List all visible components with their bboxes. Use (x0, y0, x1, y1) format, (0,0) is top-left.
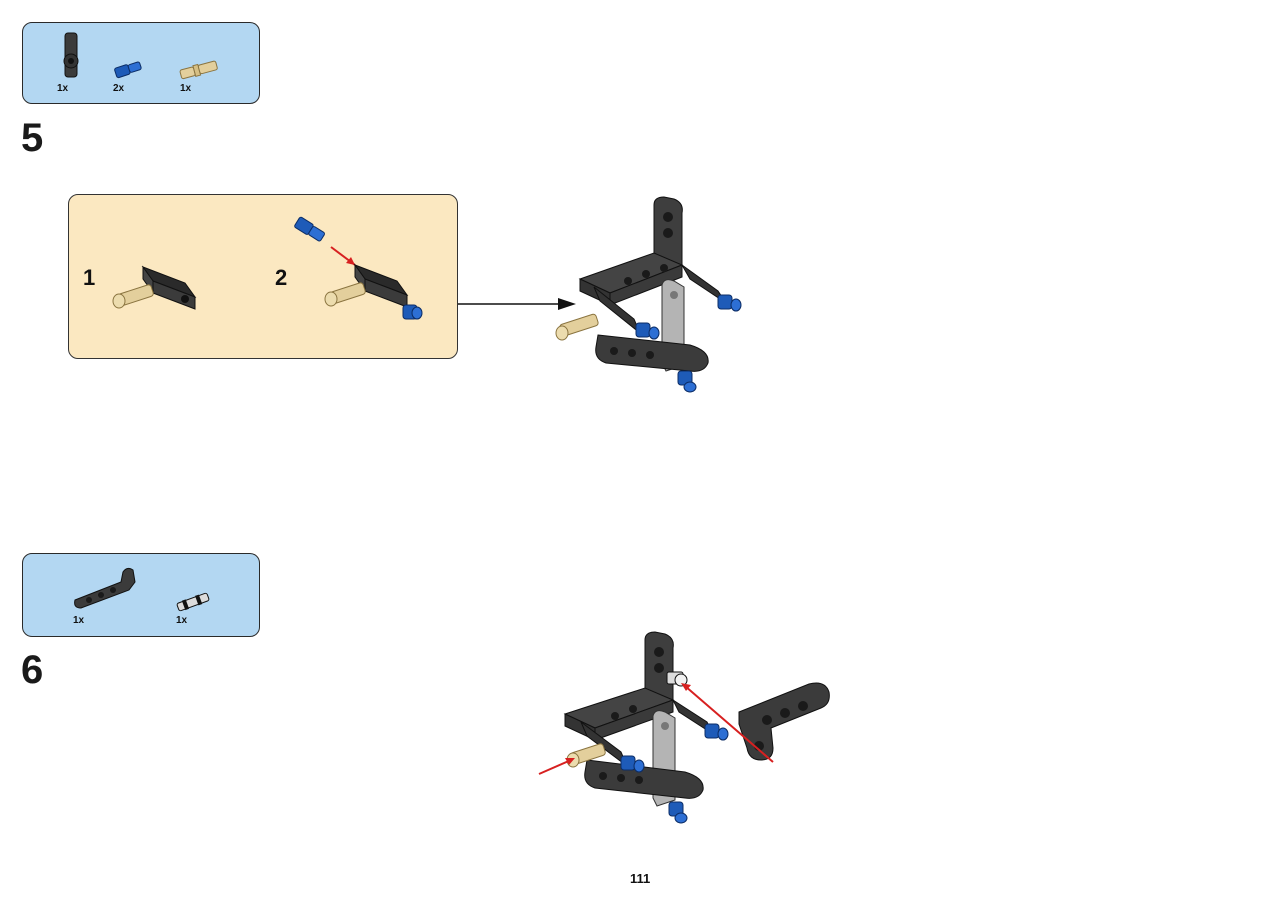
tan-axle-pin-part-icon (179, 60, 218, 80)
black-connector-part-icon (63, 32, 79, 78)
part-qty: 1x (73, 615, 85, 626)
substep2-assembly-illustration (294, 216, 423, 320)
blue-pin-part-icon (114, 61, 142, 79)
step6-parts-list: 1x 1x (22, 553, 260, 637)
callout-pointer-arrow (458, 298, 576, 310)
step-number: 5 (21, 116, 44, 160)
substep1-assembly-illustration (112, 265, 197, 310)
axle-joiner-part-icon (176, 592, 210, 612)
part-qty: 1x (176, 615, 188, 626)
part-qty: 1x (180, 83, 192, 94)
substep-number: 1 (83, 265, 96, 290)
step6-main-assembly-illustration (538, 631, 830, 824)
part-qty: 2x (113, 83, 125, 94)
part-qty: 1x (57, 83, 69, 94)
step-number: 6 (21, 648, 44, 692)
step5-main-assembly-illustration (555, 196, 742, 393)
l-beam-part-icon (74, 567, 136, 609)
substep-callout: 1 2 (68, 194, 458, 359)
step5-parts-list: 1x 2x 1x (22, 22, 260, 104)
substep-number: 2 (275, 265, 288, 290)
page-number: 111 (630, 871, 651, 886)
